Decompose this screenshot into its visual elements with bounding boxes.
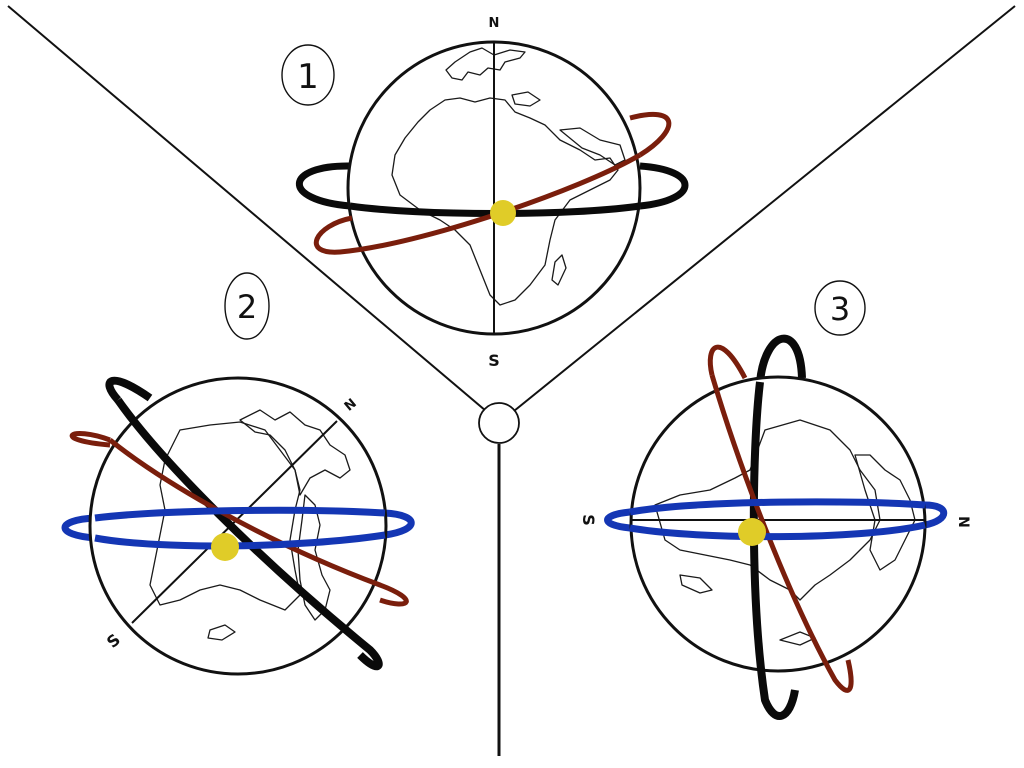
panel-number-badge [224, 272, 270, 340]
ring-red-front [709, 374, 854, 693]
south-label: S [103, 630, 124, 652]
panel-number-badge [814, 280, 866, 336]
panel-number: 1 [297, 57, 319, 97]
ring-black-back-left [295, 162, 351, 210]
ring-red-back [69, 431, 111, 448]
divider-lines [7, 5, 1016, 756]
sun-marker [738, 518, 766, 546]
ring-black-back-top [756, 334, 806, 383]
ring-black-front [114, 397, 383, 671]
panel-number-badge [281, 44, 335, 106]
panel-number: 3 [830, 290, 850, 328]
panel-2: 2 N S [61, 272, 415, 676]
ring-blue-front [629, 521, 926, 541]
globe [629, 375, 927, 673]
ring-blue-top [94, 506, 386, 522]
ring-blue-back-right [924, 501, 948, 529]
ring-red-back [629, 111, 672, 158]
ring-black-front [749, 381, 799, 720]
ring-black-back-right [639, 162, 689, 210]
south-label: S [488, 351, 500, 370]
divider-left [7, 5, 487, 412]
north-label: N [342, 396, 360, 414]
north-label: N [489, 16, 500, 31]
ring-red-front [108, 438, 409, 607]
north-label: N [955, 516, 971, 528]
ring-red-front [313, 152, 642, 255]
south-label: S [579, 514, 598, 526]
ring-blue-back-right [384, 509, 415, 539]
center-node [478, 402, 520, 444]
ring-black-back [105, 376, 153, 403]
ring-red-back-top [707, 344, 748, 380]
sun-marker [490, 200, 516, 226]
ring-blue-back-left [61, 514, 96, 542]
ring-blue-back-left [604, 508, 631, 532]
divider-right [513, 5, 1016, 412]
panel-3: 3 N S [579, 280, 971, 720]
panel-1: 1 N S [281, 16, 689, 370]
panel-number: 2 [237, 288, 257, 326]
ring-blue-top [629, 498, 926, 516]
sun-marker [211, 533, 239, 561]
